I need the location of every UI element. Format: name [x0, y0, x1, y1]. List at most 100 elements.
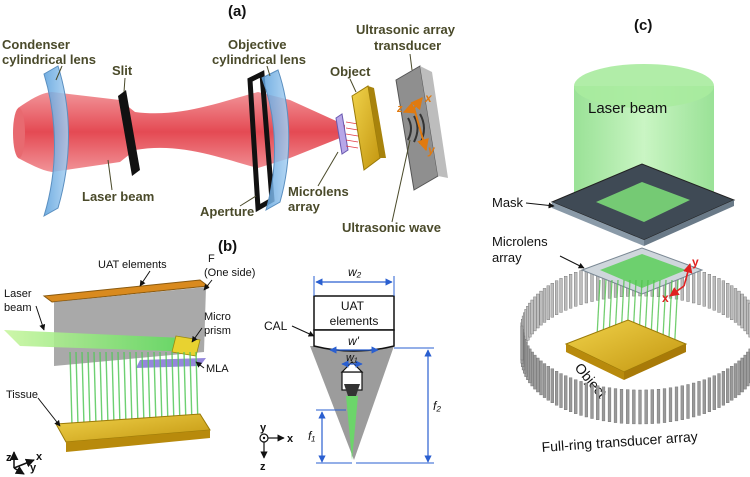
transducer-element [559, 373, 563, 408]
c-axis-x-label: x [662, 291, 669, 305]
transducer-element [542, 288, 547, 323]
c-axis-y [683, 263, 693, 287]
transducer-element [632, 389, 636, 425]
green-column [81, 351, 85, 427]
c-microlens-label: Microlens array [492, 234, 551, 265]
green-column [171, 351, 175, 427]
transducer-element [555, 371, 559, 406]
transducer-element [707, 274, 711, 309]
axis-x-label: x [424, 91, 433, 105]
transducer-element [539, 290, 543, 326]
transducer-element [564, 276, 568, 311]
transducer-element [737, 290, 741, 326]
b-uat-elements-label: UAT elements [98, 259, 167, 271]
wprime-label: w' [348, 334, 360, 348]
transducer-element [644, 389, 648, 425]
transducer-element [546, 285, 550, 320]
c-axis-y-label: y [692, 255, 699, 269]
transducer-element [743, 354, 747, 390]
f2-label: f₂ [433, 399, 441, 413]
transducer-element [737, 360, 741, 396]
green-column [93, 351, 97, 427]
transducer-element [579, 270, 583, 305]
object-label: Object [330, 64, 371, 79]
transducer-element [746, 351, 750, 387]
green-column [69, 351, 73, 427]
transducer-element [559, 278, 563, 313]
panel-b-schematic: w₂ w' w₁ UAT elements CAL f₁ f₂ y x z [259, 265, 441, 473]
transducer-element [712, 375, 716, 410]
transducer-element [692, 382, 696, 418]
b-laser-label: Laser beam [4, 288, 35, 314]
objective-lens [261, 69, 290, 212]
transducer-element [574, 272, 578, 307]
axis-y-arrow [413, 107, 429, 152]
axis-z-arrow [402, 102, 417, 114]
prism-dark [344, 384, 360, 396]
object-side [368, 86, 386, 158]
uat-face [420, 66, 448, 178]
microlens-array [335, 113, 349, 155]
laser-beam-end [13, 108, 25, 158]
panel-b: (b) x y z UAT elements F (One side) Lase… [4, 238, 255, 475]
s-axis-x-label: x [287, 433, 294, 445]
transducer-element [748, 302, 750, 338]
uat-box [313, 295, 395, 331]
axis-y-label: y [427, 143, 436, 157]
microlens-grid [600, 254, 686, 288]
transducer-element [730, 366, 734, 401]
panel-c-tag: (c) [634, 17, 652, 34]
panel-a-leaders [55, 53, 413, 223]
transducer-element [530, 299, 534, 335]
light-cone [346, 396, 358, 460]
laser-beam-label: Laser beam [82, 189, 154, 204]
green-column [183, 351, 187, 427]
transducer-element [721, 371, 725, 406]
c-ring-label: Full-ring transducer array [541, 428, 698, 455]
transducer-element [717, 278, 721, 313]
laser-sheet [4, 330, 196, 352]
green-column [153, 351, 157, 427]
panel-b-tag: (b) [218, 238, 237, 255]
transducer-element [539, 360, 543, 396]
transducer-element [638, 389, 642, 425]
green-column [177, 351, 181, 427]
axis-z-label: z [396, 103, 403, 115]
transducer-element [613, 388, 618, 423]
transducer-element [584, 382, 588, 418]
green-column [129, 351, 133, 427]
green-column [105, 351, 109, 427]
c-microlens-leader [559, 255, 585, 269]
green-column [135, 351, 139, 427]
microlens-lines [345, 121, 359, 149]
b-axis-y [13, 465, 25, 475]
panel-a: (a) x y z Condenser cylindrical lens [2, 3, 456, 235]
green-column [111, 351, 115, 427]
transducer-element [674, 386, 679, 422]
transducer-element [707, 377, 711, 412]
transducer-element [574, 379, 578, 414]
transducer-element [626, 389, 630, 424]
panel-b-leaders [35, 270, 213, 427]
transducer-element [740, 357, 744, 393]
green-column [141, 351, 145, 427]
mla-strip [136, 358, 206, 368]
transducer-element [619, 389, 624, 424]
object-plate-front2 [624, 344, 686, 380]
cal-label: CAL [264, 319, 288, 333]
transducer-element [590, 384, 594, 419]
transducer-element [730, 285, 734, 320]
green-column [123, 351, 127, 427]
b-micro-prism-label: Micro prism [204, 311, 234, 337]
transducer-element [702, 272, 706, 307]
green-column [99, 351, 103, 427]
transducer-element [717, 373, 721, 408]
mask-edge2 [644, 200, 734, 246]
transducer-element [555, 280, 559, 315]
f1-label: f₁ [308, 429, 315, 443]
transducer-element [697, 270, 701, 305]
object-plate-front [566, 344, 624, 380]
objective-lens-label: Objective cylindrical lens [212, 37, 306, 67]
transducer-element [542, 363, 547, 398]
green-column [159, 351, 163, 427]
